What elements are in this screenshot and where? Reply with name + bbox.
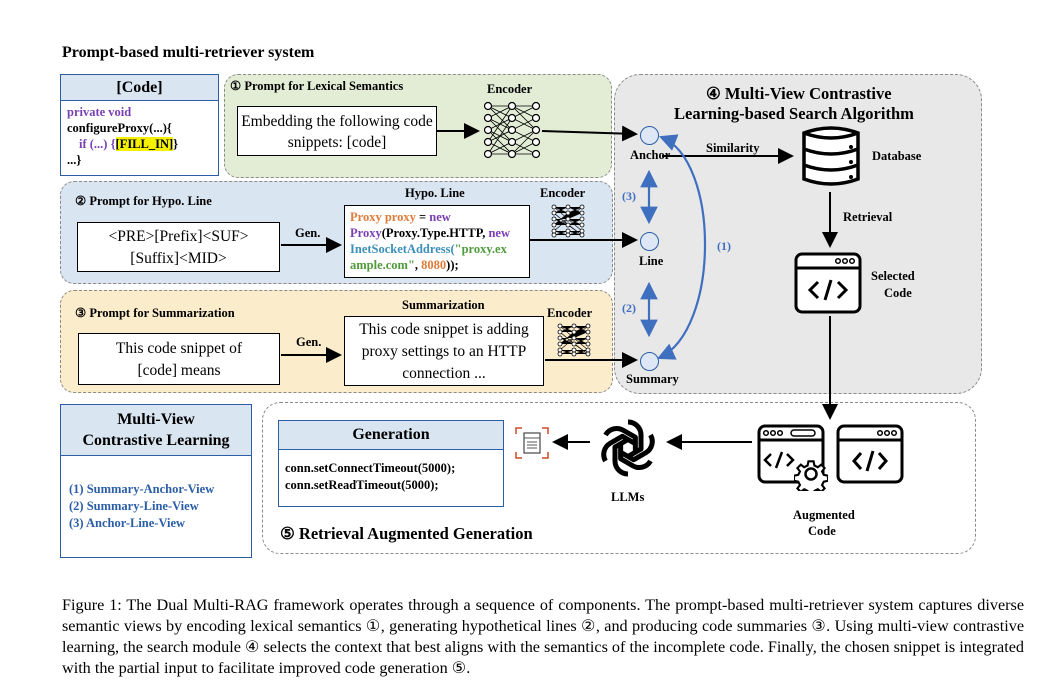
hypo-line-box: Proxy proxy = new Proxy(Proxy.Type.HTTP,… (344, 205, 530, 278)
code-window-icon (836, 424, 906, 484)
view-mark-2: (2) (622, 301, 636, 315)
neural-network-icon (482, 100, 542, 166)
hypo-code-token-4: new (429, 210, 451, 224)
llms-label: LLMs (611, 490, 645, 504)
code-line-2: configureProxy(...){ (67, 121, 172, 135)
code-line-3: if (...) {[FILL_IN]} (67, 136, 212, 152)
panel4-title-line2: Learning-based Search Algorithm (674, 104, 914, 123)
hypo-code-token-7: new (488, 226, 510, 240)
panel2-title: ② Prompt for Hypo. Line (75, 194, 212, 208)
mvcl-item: (2) Summary-Line-View (69, 499, 199, 513)
arrow-view-1 (657, 134, 707, 360)
panel5-title: ⑤ Retrieval Augmented Generation (280, 524, 533, 543)
system-title: Prompt-based multi-retriever system (62, 44, 315, 61)
summary-label: Summary (626, 372, 679, 386)
encoder-label-2: Encoder (540, 186, 586, 200)
database-icon (802, 125, 860, 187)
hypo-line-title: Hypo. Line (405, 186, 465, 200)
hypo-prompt-line1: <PRE>[Prefix]<SUF> (108, 228, 249, 245)
hypo-code-token-6: (Proxy.Type.HTTP, (381, 226, 489, 240)
lexical-prompt-text: Embedding the following code snippets: [… (241, 113, 433, 151)
panel1-title: ① Prompt for Lexical Semantics (230, 79, 404, 93)
code-box: [Code] private void configureProxy(...){… (60, 74, 219, 176)
hypo-code-token-3: = (419, 210, 430, 224)
hypo-prompt-box: <PRE>[Prefix]<SUF> [Suffix]<MID> (77, 222, 280, 272)
hypo-code-token-8: InetSocketAddress( (350, 242, 455, 256)
generation-box: Generation conn.setConnectTimeout(5000);… (278, 420, 504, 507)
code-window-icon (794, 252, 862, 314)
document-icon (514, 426, 550, 460)
code-line-3-prefix: if (...) { (79, 137, 116, 151)
fill-in-highlight: [FILL_IN] (115, 137, 174, 151)
mvcl-item: (1) Summary-Anchor-View (69, 482, 215, 496)
summarization-text: This code snippet is adding proxy settin… (359, 321, 529, 382)
summary-prompt-box: This code snippet of [code] means (78, 333, 280, 385)
summary-node (640, 352, 659, 371)
encoder-label-3: Encoder (547, 306, 593, 320)
code-line-3-suffix: } (173, 137, 179, 151)
arrow-encoder-to-anchor (541, 125, 638, 142)
panel4-title-line1: ④ Multi-View Contrastive (706, 84, 892, 103)
summary-prompt-text: This code snippet of [code] means (115, 340, 243, 379)
hypo-code-token-11: , (414, 258, 422, 272)
selected-code-label: Code (884, 286, 912, 300)
encoder-label-1: Encoder (487, 82, 533, 96)
hypo-code-token-1: Proxy (350, 210, 385, 224)
summarization-title: Summarization (402, 298, 485, 312)
gen-label-2: Gen. (295, 226, 321, 240)
database-label: Database (872, 149, 922, 163)
selected-label: Selected (871, 269, 915, 283)
hypo-code-token-2: proxy (384, 210, 419, 224)
mvcl-item: (3) Anchor-Line-View (69, 516, 186, 530)
mvcl-box: Multi-View Contrastive Learning (1) Summ… (60, 404, 252, 558)
gen-label-3: Gen. (296, 335, 322, 349)
view-mark-1: (1) (717, 239, 731, 253)
arrows-layer (281, 123, 838, 450)
generation-title: Generation (279, 421, 503, 450)
hypo-code-token-12: 8080 (421, 258, 447, 272)
code-box-title: [Code] (61, 75, 218, 101)
augmented-label-2: Code (808, 524, 836, 538)
code-line-4: ...} (67, 153, 82, 167)
neural-network-icon (550, 203, 586, 239)
hypo-code-token-13: )); (446, 258, 459, 272)
hypo-code-token-10: ample.com" (350, 258, 415, 272)
panel3-title: ③ Prompt for Summarization (75, 306, 235, 320)
figure-caption: Figure 1: The Dual Multi-RAG framework o… (62, 596, 1024, 677)
neural-network-icon (556, 322, 592, 358)
hypo-code-token-5: Proxy (350, 226, 382, 240)
retrieval-label: Retrieval (843, 210, 893, 224)
mvcl-title-line1: Multi-View (117, 411, 195, 428)
hypo-prompt-line2: [Suffix]<MID> (130, 250, 227, 267)
code-line-1: private void (67, 105, 132, 119)
augmented-label-1: Augmented (793, 508, 855, 522)
view-mark-3: (3) (622, 189, 636, 203)
generation-line-1: conn.setConnectTimeout(5000); (285, 461, 456, 475)
similarity-label: Similarity (706, 141, 760, 155)
summarization-box: This code snippet is adding proxy settin… (344, 316, 544, 386)
generation-line-2: conn.setReadTimeout(5000); (285, 478, 439, 492)
mvcl-title-line2: Contrastive Learning (82, 432, 230, 449)
openai-llm-icon (596, 416, 660, 480)
hypo-code-token-9: "proxy.ex (454, 242, 507, 256)
lexical-prompt-box: Embedding the following code snippets: [… (237, 106, 437, 156)
